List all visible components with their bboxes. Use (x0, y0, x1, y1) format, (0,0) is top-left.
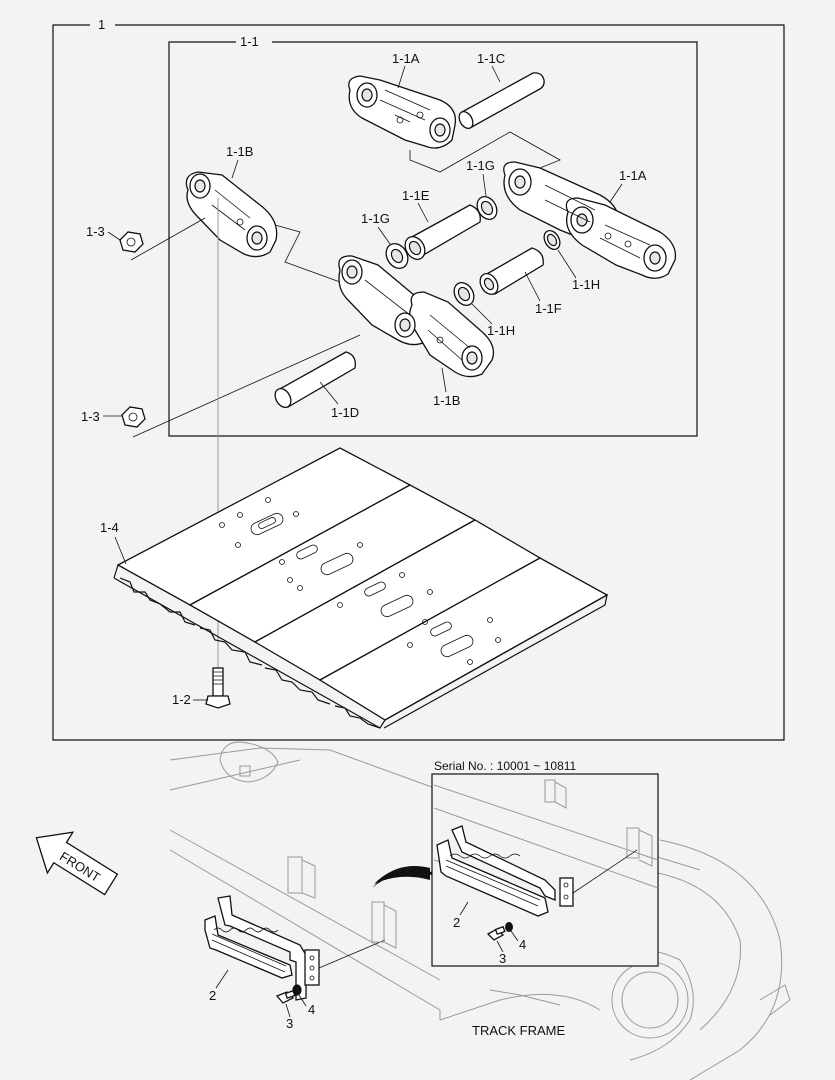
assembly-frame: 1 (52, 17, 785, 741)
label-nut-upper: 1-3 (86, 224, 105, 239)
seal-1-1h-right (543, 230, 561, 250)
label-bolt-main: 3 (286, 1016, 293, 1031)
label-seal-g-top: 1-1G (466, 158, 495, 173)
track-shoe-1-4 (113, 447, 609, 729)
bolt-1-2 (205, 667, 231, 709)
washer-4-main (292, 984, 302, 996)
label-seal-g-left: 1-1G (361, 211, 390, 226)
label-bushing-f: 1-1F (535, 301, 562, 316)
sub-assembly-frame: 1-1 (168, 34, 698, 437)
label-washer-main: 4 (308, 1002, 315, 1017)
link-1-1a-right (503, 161, 677, 279)
label-link-a-top: 1-1A (392, 51, 420, 66)
nut-1-3-upper (119, 231, 144, 253)
bolt-3-main (275, 989, 296, 1004)
label-nut-lower: 1-3 (81, 409, 100, 424)
pin-1-1c (458, 72, 545, 130)
label-sub-assembly: 1-1 (240, 34, 259, 49)
label-bolt: 1-2 (172, 692, 191, 707)
seal-1-1g-top (476, 196, 498, 220)
front-arrow-icon: FRONT (35, 831, 119, 896)
bushing-1-1e (404, 204, 481, 260)
step-main (204, 895, 397, 1001)
seal-1-1h-center (453, 282, 475, 306)
label-bushing-e: 1-1E (402, 188, 430, 203)
label-bolt-inset: 3 (499, 951, 506, 966)
label-link-b-bottom: 1-1B (433, 393, 460, 408)
link-1-1b-bottom (338, 255, 495, 378)
label-assembly: 1 (98, 17, 105, 32)
link-1-1a-top (348, 75, 457, 149)
serial-note: Serial No. : 10001 ~ 10811 (434, 759, 577, 773)
curved-arrow-icon (372, 866, 432, 888)
label-pin-d: 1-1D (331, 405, 359, 420)
label-step-inset: 2 (453, 915, 460, 930)
label-shoe: 1-4 (100, 520, 119, 535)
label-track-frame: TRACK FRAME (472, 1023, 566, 1038)
seal-1-1g-left (385, 243, 409, 269)
label-step-main: 2 (209, 988, 216, 1003)
link-1-1b-left (185, 171, 278, 258)
bushing-1-1f (479, 247, 544, 295)
label-pin-c: 1-1C (477, 51, 505, 66)
label-link-a-right: 1-1A (619, 168, 647, 183)
serial-inset: Serial No. : 10001 ~ 10811 (431, 759, 659, 967)
label-seal-h-right: 1-1H (572, 277, 600, 292)
label-link-b-left: 1-1B (226, 144, 253, 159)
label-seal-h-center: 1-1H (487, 323, 515, 338)
nut-1-3-lower (121, 406, 146, 428)
pin-1-1d (274, 351, 356, 408)
label-washer-inset: 4 (519, 937, 526, 952)
